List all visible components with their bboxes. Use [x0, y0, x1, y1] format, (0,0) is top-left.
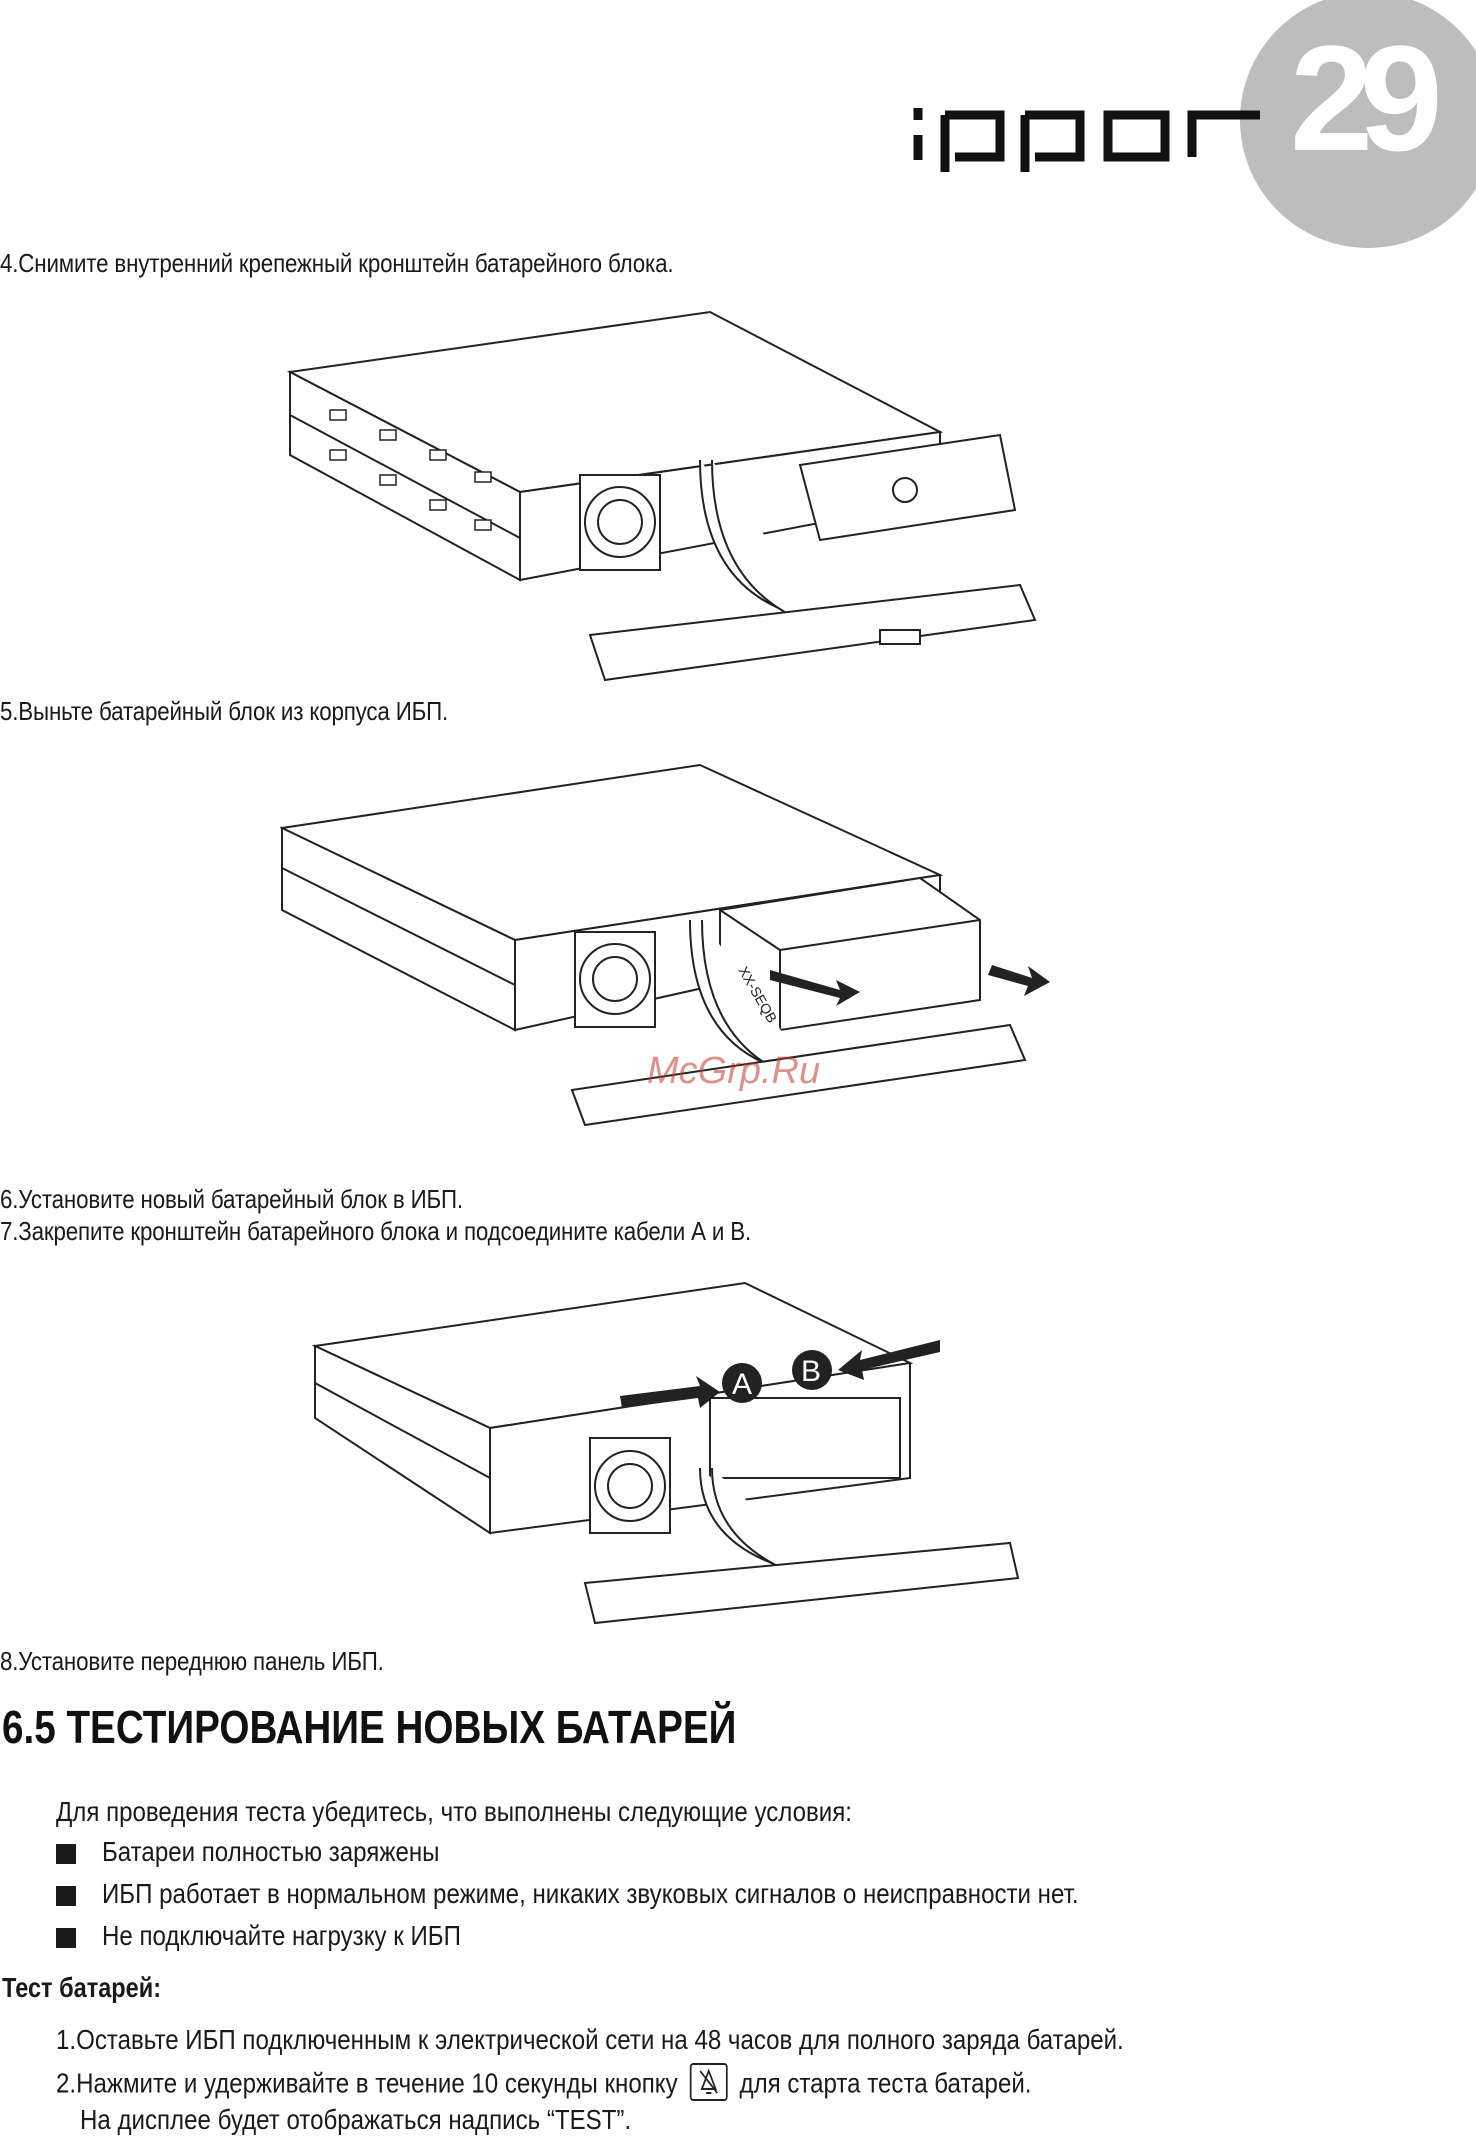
arrow-out-1: [770, 970, 860, 1006]
step-7: 7.Закрепите кронштейн батарейного блока …: [0, 1216, 752, 1246]
arrow-out-2: [988, 965, 1050, 996]
cable-a-label: A: [732, 1368, 752, 1401]
watermark: McGrp.Ru: [647, 1050, 821, 1092]
test-step-2-text-b: для старта теста батарей.: [739, 2067, 1032, 2099]
brand-logo: 29 ippon: [913, 0, 1476, 248]
page-number-circle: [1240, 0, 1476, 248]
test-step-2-note: На дисплее будет отображаться надпись “T…: [80, 2104, 632, 2135]
test-heading: Тест батарей:: [2, 1972, 162, 2003]
condition-3: Не подключайте нагрузку к ИБП: [102, 1920, 461, 1951]
cable-b-label: B: [801, 1355, 821, 1388]
cable-b-marker: [792, 1350, 832, 1390]
figure-remove-battery-pack: XX-SEQB: [280, 763, 1050, 1127]
step-5: 5.Выньте батарейный блок из корпуса ИБП.: [0, 696, 449, 726]
ippon-wordmark: [913, 108, 1260, 172]
step-6: 6.Установите новый батарейный блок в ИБП…: [0, 1184, 463, 1214]
page-number: 29: [1290, 14, 1437, 182]
bullet-square: [56, 1928, 76, 1948]
condition-1: Батареи полностью заряжены: [102, 1836, 440, 1867]
step-4: 4.Снимите внутренний крепежный кронштейн…: [0, 248, 674, 278]
test-step-2-text-a: 2.Нажмите и удерживайте в течение 10 сек…: [56, 2067, 678, 2099]
arrow-to-a: [620, 1376, 720, 1408]
bullet-square: [56, 1844, 76, 1864]
condition-2: ИБП работает в нормальном режиме, никаки…: [102, 1878, 1079, 1909]
test-button-icon: [689, 2063, 728, 2101]
figure-remove-bracket: [286, 310, 1037, 682]
test-step-1: 1.Оставьте ИБП подключенным к электричес…: [56, 2024, 1124, 2055]
arrow-to-b: [838, 1340, 940, 1380]
figure-connect-cables: A B: [311, 1281, 1020, 1625]
test-step-2: 2.Нажмите и удерживайте в течение 10 сек…: [56, 2063, 1032, 2104]
section-title: 6.5 ТЕСТИРОВАНИЕ НОВЫХ БАТАРЕЙ: [2, 1701, 737, 1753]
bullet-square: [56, 1886, 76, 1906]
step-8: 8.Установите переднюю панель ИБП.: [0, 1646, 384, 1676]
section-intro: Для проведения теста убедитесь, что выпо…: [56, 1796, 852, 1827]
cable-a-marker: [722, 1363, 762, 1403]
